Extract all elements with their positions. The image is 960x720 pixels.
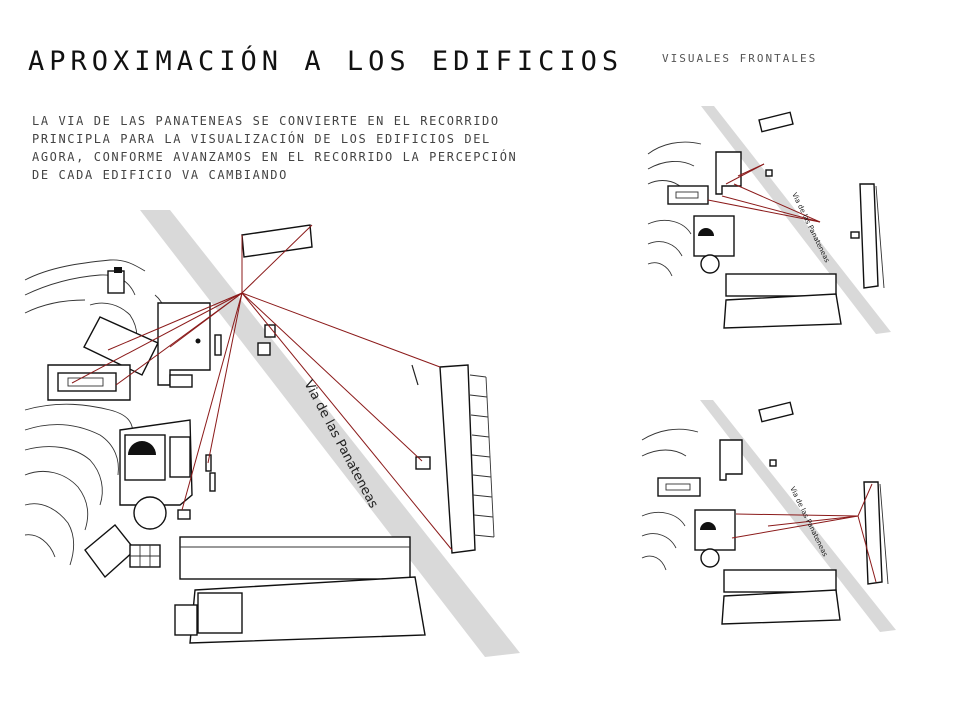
building-middle-stoa [179, 536, 411, 580]
building-annex [169, 374, 193, 388]
building-block-dark [114, 267, 122, 273]
building-small-square [765, 169, 773, 177]
description-line: DE CADA EDIFICIO VA CAMBIANDO [32, 168, 288, 182]
panathenaic-way [701, 106, 891, 334]
building-south-stoa [723, 293, 842, 329]
sightlines [71, 224, 453, 551]
building-stoa-zeus [715, 151, 742, 195]
building-metroon [169, 436, 191, 478]
building-marker-3 [177, 509, 191, 520]
small-site-plan-top: Via de las Panateneas [647, 106, 891, 334]
building-north [241, 224, 313, 258]
building-west-long [83, 316, 159, 376]
building-temple-core [67, 377, 104, 387]
building-middle-stoa [725, 273, 837, 297]
description-line: LA VIA DE LAS PANATENEAS SE CONVIERTE EN… [32, 114, 500, 128]
hill-contours [641, 428, 699, 571]
building-small-square-2 [257, 342, 271, 356]
building-stoa-attalos [859, 183, 879, 289]
building-tholos-area [107, 270, 125, 294]
building-south-stoa [721, 589, 841, 625]
hill-contours [24, 259, 167, 566]
building-temple-west [657, 477, 701, 497]
building-middle-stoa [723, 569, 837, 593]
building-north [758, 401, 794, 423]
main-site-plan: Via de las Panateneas [24, 210, 520, 657]
road-label: Via de las Panateneas [300, 378, 380, 511]
building-south-corner [174, 604, 198, 636]
building-tholos [700, 548, 720, 568]
altar-marker [195, 338, 201, 344]
stoa-attalos-wall [411, 364, 419, 386]
description-line: AGORA, CONFORME AVANZAMOS EN EL RECORRID… [32, 150, 518, 164]
building-south-annex [197, 592, 243, 634]
description-line: PRINCIPLA PARA LA VISUALIZACIÓN DE LOS E… [32, 132, 491, 146]
bouleuterion-seating [698, 228, 714, 236]
description: LA VIA DE LAS PANATENEAS SE CONVIERTE EN… [32, 112, 592, 184]
page-title: APROXIMACIÓN A LOS EDIFICIOS [28, 46, 624, 77]
small-site-plan-bottom: Via de las Panateneas [641, 400, 896, 632]
building-altar-east [850, 231, 860, 239]
building-stoa-attalos [439, 364, 476, 554]
hill-contours [647, 141, 702, 277]
building-temple-core [675, 191, 699, 199]
building-stoa-zeus [719, 439, 743, 481]
bouleuterion-seating [700, 522, 716, 530]
building-grid-blocks [129, 544, 161, 568]
building-temple-core [665, 483, 691, 491]
sightlines [707, 163, 821, 223]
bouleuterion-seating [128, 441, 156, 455]
building-marker-2 [209, 472, 216, 492]
building-altar-east [415, 456, 431, 470]
building-temple-inner [57, 372, 117, 392]
building-tholos [700, 254, 720, 274]
building-small-square [769, 459, 777, 467]
stoa-attalos-colonnade [875, 185, 885, 289]
building-tholos [133, 496, 167, 530]
sightlines [731, 483, 877, 583]
building-stoa-zeus [157, 302, 211, 386]
stoa-attalos-colonnade [879, 483, 889, 585]
building-north [758, 111, 794, 133]
building-monument [214, 334, 222, 356]
side-title: VISUALES FRONTALES [662, 52, 818, 65]
building-small-square [264, 324, 276, 338]
stoa-attalos-colonnade [469, 374, 495, 538]
panathenaic-way [140, 210, 520, 657]
building-temple-west [667, 185, 709, 205]
panathenaic-way [700, 400, 896, 632]
building-southwest [84, 524, 136, 579]
building-stoa-attalos [863, 481, 883, 585]
